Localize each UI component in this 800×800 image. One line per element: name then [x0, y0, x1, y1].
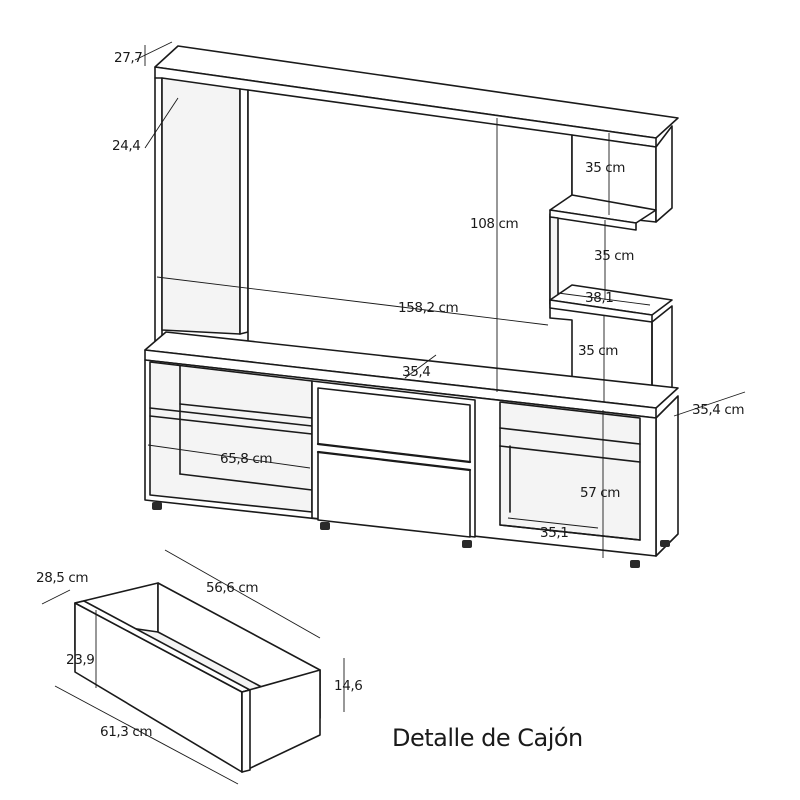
- back-panel: [247, 89, 573, 389]
- shelf-tower-side: [655, 125, 673, 223]
- dim-shelf-top: 35 cm: [585, 160, 625, 176]
- drawer-detail: [41, 549, 345, 785]
- dim-shelf-bottom: 35 cm: [578, 343, 618, 359]
- dim-right-width: 35,1: [540, 525, 568, 541]
- dim-upper-width: 158,2 cm: [398, 300, 458, 316]
- left-column-back: [161, 77, 241, 335]
- dim-left-upper: 24,4: [112, 138, 140, 154]
- dim-base-depth: 35,4 cm: [692, 402, 744, 418]
- drawer-dim-height-outer: 23,9: [66, 652, 94, 668]
- drawer-caption: Detalle de Cajón: [392, 724, 583, 752]
- dim-upper-height: 108 cm: [470, 216, 518, 232]
- base-right-side: [655, 395, 679, 557]
- foot-center-left: [320, 522, 330, 530]
- foot-center-right: [462, 540, 472, 548]
- dim-base-height: 57 cm: [580, 485, 620, 501]
- dim-top-depth: 27,7: [114, 50, 142, 66]
- foot-left: [152, 502, 162, 510]
- left-compartment: [149, 361, 313, 513]
- drawer-dim-length: 56,6 cm: [206, 580, 258, 596]
- shelf-mid-front: [549, 209, 637, 231]
- drawer-dim-depth: 28,5 cm: [36, 570, 88, 586]
- base-unit: [144, 331, 679, 557]
- dimension-lines: [134, 41, 746, 558]
- dim-shelf-width: 38,1: [585, 290, 613, 306]
- drawer-dim-width: 61,3 cm: [100, 724, 152, 740]
- foot-back-right: [660, 540, 670, 547]
- labels: 27,7 24,4 108 cm 158,2 cm 35 cm 35 cm 38…: [36, 50, 745, 752]
- drawer-front-edge: [241, 689, 251, 773]
- drawer-dim-height-inner: 14,6: [334, 678, 362, 694]
- divider-panel: [239, 88, 249, 335]
- feet: [152, 502, 670, 568]
- upper-hutch: [154, 45, 679, 406]
- left-side-panel: [154, 77, 163, 351]
- shelf-mid-back: [549, 216, 559, 306]
- dim-middle-width: 35,4: [402, 364, 430, 380]
- dim-shelf-mid: 35 cm: [594, 248, 634, 264]
- foot-right: [630, 560, 640, 568]
- dim-left-width: 65,8 cm: [220, 451, 272, 467]
